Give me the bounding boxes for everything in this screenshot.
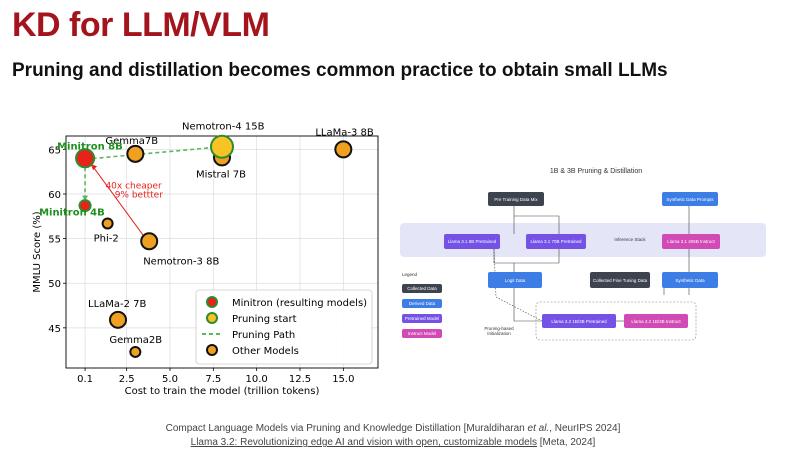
x-tick-label: 0.1 [77, 374, 93, 385]
pruning-init-label: Pruning-based Initialization [484, 326, 514, 336]
y-tick-label: 45 [48, 324, 61, 335]
point-minitron-8b [75, 148, 96, 169]
cost-annotation-arrowhead [91, 164, 98, 171]
llama-405b-box: Llama 3.1 405B Instruct [662, 234, 720, 249]
y-tick-label: 55 [48, 235, 61, 246]
point-llama-2-7b [109, 310, 127, 329]
pruning-path-line [94, 145, 223, 160]
synthetic-data-box: Synthetic Data [662, 272, 718, 288]
inference-stack-label: Inference Stack [614, 237, 646, 242]
point-llama-3-8b [334, 140, 353, 159]
cost-annotation-arrow [91, 165, 144, 236]
x-tick-label: 7.5 [205, 374, 221, 385]
point-gemma2b [129, 345, 142, 358]
slide-subtitle: Pruning and distillation becomes common … [12, 60, 668, 81]
legend-instruct-model: Instruct Model [402, 329, 442, 338]
point-label-mistral-7b: Mistral 7B [196, 169, 246, 180]
legend-marker-other-models [206, 344, 218, 356]
point-gemma7b [126, 144, 145, 163]
reference-2-source: [Meta, 2024] [536, 437, 596, 448]
point-label-gemma7b: Gemma7B [105, 136, 158, 147]
point-phi-2 [101, 217, 114, 230]
llama-8b-box: Llama 3.1 8B Pretrained [444, 234, 500, 249]
point-label-nemotron-3-8b: Nemotron-3 8B [143, 256, 219, 267]
reference-1-venue: , NeurIPS 2024] [549, 423, 621, 434]
legend-collected-data: Collected Data [402, 284, 442, 293]
legend-label-pruning-start: Pruning start [232, 314, 297, 325]
pretraining-mix-box: Pre Training Data Mix [488, 192, 544, 206]
point-label-minitron-8b: Minitron 8B [57, 141, 123, 152]
slide-title: KD for LLM/VLM [12, 6, 270, 44]
legend-derived-data: Derived Data [402, 299, 442, 308]
y-tick-label: 60 [48, 190, 61, 201]
legend-label-pruning-path: Pruning Path [232, 330, 295, 341]
llama-70b-box: Llama 3.1 70B Pretrained [526, 234, 586, 249]
diagram-title: 1B & 3B Pruning & Distillation [549, 168, 643, 175]
y-axis-label: MMLU Score (%) [32, 211, 43, 292]
point-label-gemma2b: Gemma2B [109, 335, 162, 346]
point-nemotron-3-8b [140, 232, 159, 251]
legend-marker-pruning-start [206, 312, 218, 324]
annotation-text-2: 9% bettter [115, 191, 164, 201]
point-label-minitron-4b: Minitron 4B [39, 208, 105, 219]
reference-2-link[interactable]: Llama 3.2: Revolutionizing edge AI and v… [190, 437, 537, 448]
fine-tuning-data-box: Collected Fine Tuning Data [590, 272, 650, 288]
reference-1-etal: et al. [527, 423, 550, 434]
x-tick-label: 2.5 [119, 374, 135, 385]
legend-marker-minitron [206, 296, 218, 308]
legend-pretrained-model: Pretrained Model [402, 314, 442, 323]
x-tick-label: 5.0 [162, 374, 178, 385]
legend-label-other-models: Other Models [232, 346, 299, 357]
point-label-llama-2-7b: LLaMa-2 7B [88, 299, 147, 310]
x-tick-label: 10.0 [246, 374, 268, 385]
chart-legend [195, 289, 373, 365]
reference-1-main: Compact Language Models via Pruning and … [165, 423, 528, 434]
x-tick-label: 15.0 [332, 374, 354, 385]
point-label-llama-3-8b: LLaMa-3 8B [315, 127, 374, 138]
y-tick-label: 65 [48, 145, 61, 156]
point-label-phi-2: Phi-2 [94, 233, 119, 244]
llama32-instruct-box: Llama 3.2 1B/3B Instruct [624, 314, 688, 328]
point-label-nemotron-4-15b: Nemotron-4 15B [182, 122, 265, 133]
pruning-distillation-diagram: 1B & 3B Pruning & Distillation Pre Train… [396, 160, 770, 350]
y-tick-label: 50 [48, 279, 61, 290]
point-nemotron-4-15b [210, 134, 234, 159]
annotation-text-1: 40x cheaper [105, 182, 162, 192]
llama32-pretrained-box: Llama 3.2 1B/3B Pretrained [542, 314, 616, 328]
x-axis-label: Cost to train the model (trillion tokens… [125, 386, 320, 397]
logit-data-box: Logit Data [488, 272, 542, 288]
legend-label-minitron: Minitron (resulting models) [232, 298, 367, 309]
synthetic-prompts-box: Synthetic Data Prompts [662, 192, 718, 206]
point-minitron-4b [78, 199, 92, 213]
diagram-legend-title: Legend [402, 272, 418, 277]
reference-1: Compact Language Models via Pruning and … [0, 423, 786, 434]
pruning-path-arrowhead [82, 195, 89, 201]
reference-2: Llama 3.2: Revolutionizing edge AI and v… [0, 437, 786, 448]
x-tick-label: 12.5 [289, 374, 311, 385]
